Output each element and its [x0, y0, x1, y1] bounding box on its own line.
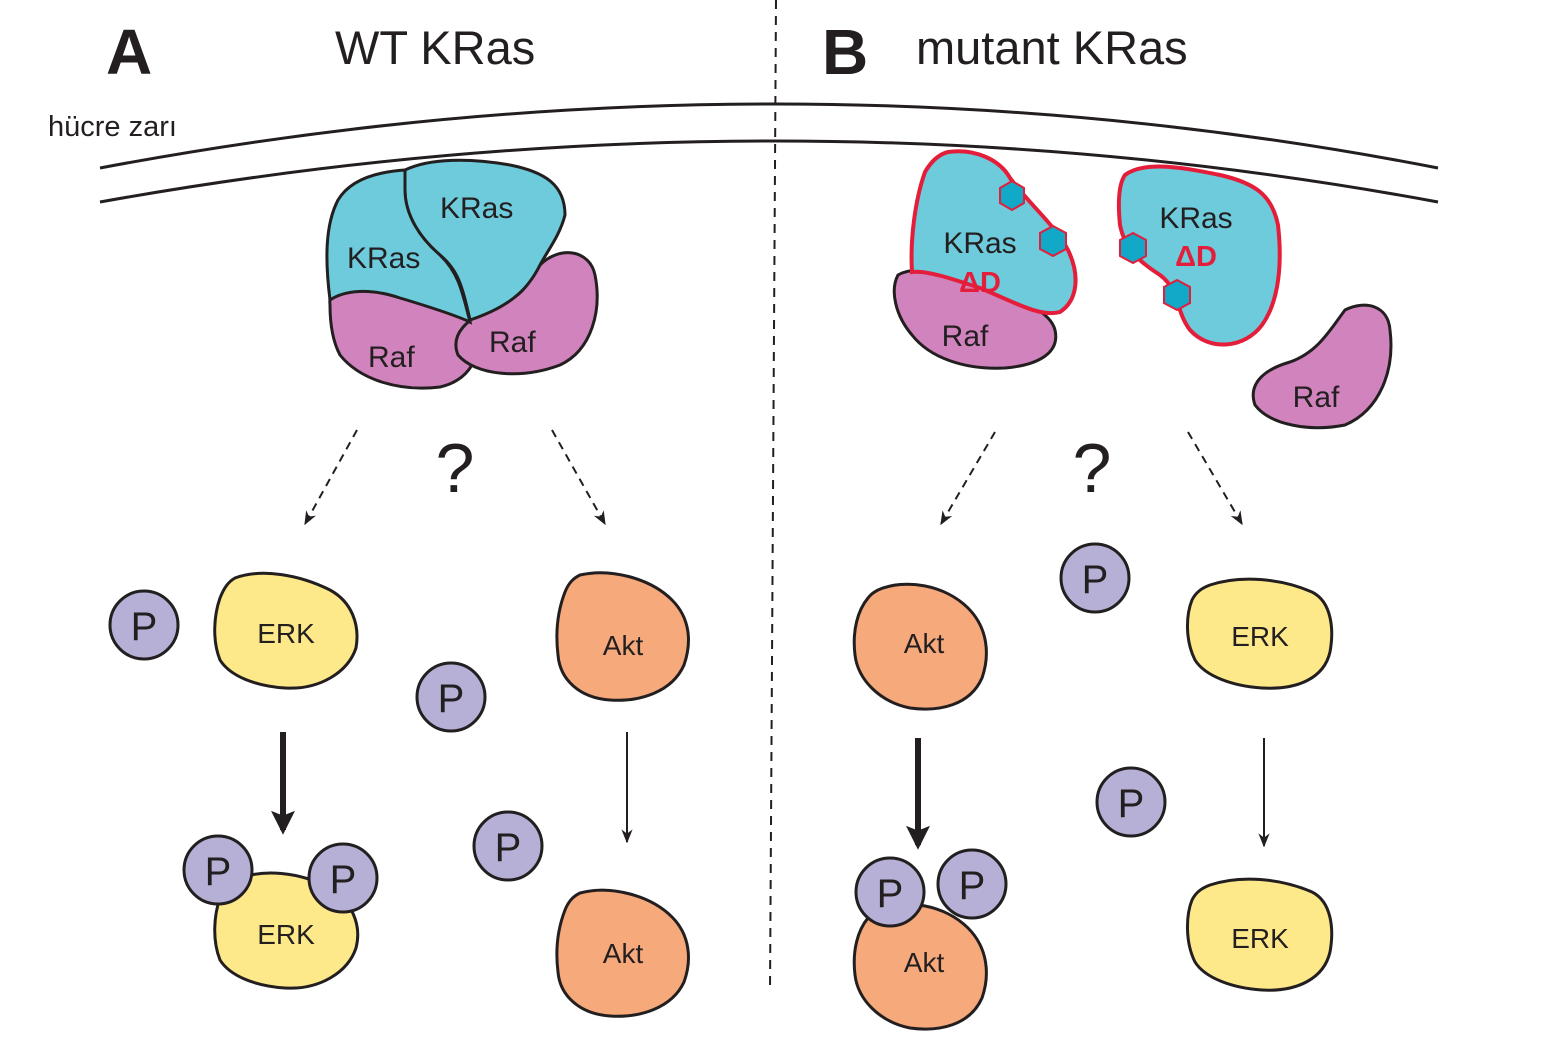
raf-protein-free: Raf — [1251, 303, 1393, 430]
panel-a-letter: A — [106, 16, 152, 88]
question-mark: ? — [436, 429, 475, 507]
membrane-label: hücre zarı — [48, 111, 177, 143]
svg-text:P: P — [959, 864, 986, 908]
dashed-arrow — [940, 431, 996, 526]
erk-kinase: ERK — [1186, 577, 1334, 690]
kras-label: KRas — [440, 192, 513, 225]
panel-a: A WT KRas KRas KRas Raf Raf ? ERK Akt — [106, 16, 690, 1018]
svg-text:P: P — [438, 677, 465, 721]
question-mark: ? — [1073, 429, 1112, 507]
erk-label: ERK — [1231, 621, 1289, 652]
dashed-arrow — [1187, 431, 1243, 526]
erk-kinase: ERK — [1185, 877, 1334, 992]
mutation-label: ΔD — [1175, 241, 1217, 273]
erk-label: ERK — [257, 618, 315, 649]
svg-text:P: P — [330, 858, 357, 902]
raf-label: Raf — [489, 326, 536, 359]
erk-label: ERK — [1231, 923, 1289, 954]
svg-text:P: P — [1082, 558, 1109, 602]
kras-label: KRas — [1159, 202, 1232, 235]
svg-text:P: P — [205, 850, 232, 894]
panel-b-title: mutant KRas — [916, 21, 1188, 74]
phosphorylated-akt: Akt P P — [852, 848, 1008, 1031]
kras-protein — [325, 168, 473, 325]
svg-text:P: P — [877, 872, 904, 916]
phosphate: P — [108, 589, 180, 661]
akt-label: Akt — [603, 630, 644, 661]
panel-a-title: WT KRas — [335, 21, 535, 74]
dashed-arrow — [551, 429, 606, 526]
phosphate: P — [307, 842, 379, 914]
akt-kinase: Akt — [555, 571, 690, 702]
svg-text:P: P — [1118, 782, 1145, 826]
kras-label: KRas — [943, 227, 1016, 260]
mutation-site — [1163, 278, 1191, 312]
akt-label: Akt — [904, 947, 945, 978]
phosphate: P — [415, 661, 487, 733]
svg-text:P: P — [495, 826, 522, 870]
raf-label: Raf — [1293, 381, 1340, 414]
phosphate: P — [472, 810, 544, 882]
phosphate: P — [182, 834, 254, 906]
mutant-kras-raf-complex: KRas ΔD Raf — [892, 149, 1078, 370]
kras-raf-complex-wt: KRas KRas Raf Raf — [325, 158, 599, 390]
mutation-site — [1039, 224, 1067, 258]
erk-label: ERK — [257, 919, 315, 950]
mutation-site — [999, 179, 1025, 212]
svg-text:P: P — [131, 605, 158, 649]
phosphate: P — [1095, 766, 1167, 838]
cell-membrane — [99, 102, 1439, 204]
mutation-site — [1119, 231, 1147, 265]
panel-divider — [769, 0, 777, 991]
kras-label: KRas — [347, 242, 420, 275]
dashed-arrow — [304, 429, 358, 526]
akt-label: Akt — [603, 938, 644, 969]
phosphate: P — [1059, 542, 1131, 614]
panel-b-letter: B — [822, 16, 868, 88]
raf-label: Raf — [368, 341, 415, 374]
phosphorylated-erk: ERK P P — [182, 834, 379, 990]
akt-label: Akt — [904, 628, 945, 659]
phosphate: P — [854, 856, 926, 928]
akt-kinase: Akt — [555, 888, 690, 1018]
akt-kinase: Akt — [852, 582, 988, 711]
erk-kinase: ERK — [213, 571, 359, 690]
mutation-label: ΔD — [959, 267, 1001, 299]
raf-label: Raf — [942, 320, 989, 353]
mutant-kras-unbound: KRas ΔD — [1116, 164, 1282, 347]
panel-b: B mutant KRas KRas ΔD Raf KRas ΔD Raf — [822, 16, 1393, 1031]
phosphate: P — [936, 848, 1008, 920]
